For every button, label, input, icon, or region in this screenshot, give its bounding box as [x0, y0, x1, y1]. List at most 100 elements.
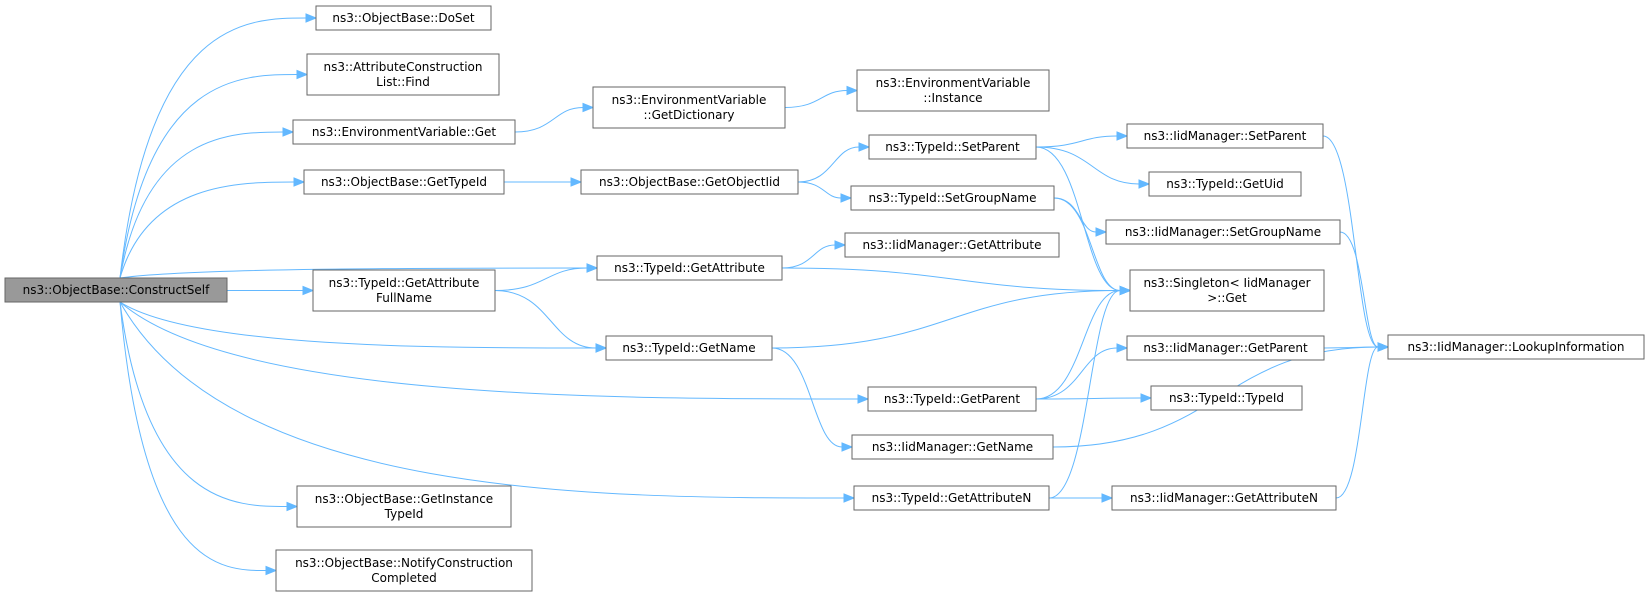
node-box[interactable] — [296, 485, 512, 528]
node-box[interactable] — [1150, 385, 1303, 411]
edge-arrowhead — [841, 442, 854, 452]
edge-get_typeid-to-get_objectiid — [504, 177, 583, 187]
node-label: ns3::Singleton< IidManager — [1143, 276, 1310, 290]
edge-line — [494, 290, 597, 349]
node-iid-getattrn[interactable]: ns3::IidManager::GetAttributeN — [1111, 485, 1337, 511]
node-typeid-getattr[interactable]: ns3::TypeId::GetAttribute — [596, 255, 783, 281]
edge-line — [771, 347, 843, 448]
node-label: ns3::ObjectBase::DoSet — [332, 11, 475, 25]
node-box[interactable] — [592, 86, 786, 129]
node-label: ns3::IidManager::GetParent — [1143, 341, 1308, 355]
edge-iid_getattrn-to-iid_lookup — [1335, 342, 1390, 499]
node-get-typeid[interactable]: ns3::ObjectBase::GetTypeId — [303, 169, 505, 195]
nodes-layer: ns3::ObjectBase::ConstructSelfns3::Objec… — [4, 5, 1645, 592]
node-box[interactable] — [1105, 219, 1341, 245]
node-box[interactable] — [1129, 269, 1325, 312]
edge-line — [1053, 197, 1097, 233]
node-box[interactable] — [315, 5, 492, 31]
edge-arrowhead — [857, 394, 870, 404]
node-box[interactable] — [292, 119, 516, 145]
node-singleton-get[interactable]: ns3::Singleton< IidManager>::Get — [1129, 269, 1325, 312]
edge-arrowhead — [582, 102, 595, 113]
node-label: ns3::ObjectBase::GetObjectIid — [599, 175, 780, 189]
node-typeid-setgroupname[interactable]: ns3::TypeId::SetGroupName — [850, 185, 1055, 211]
node-box[interactable] — [580, 169, 799, 195]
node-notify-construction[interactable]: ns3::ObjectBase::NotifyConstructionCompl… — [275, 549, 533, 592]
node-label: Completed — [371, 571, 436, 585]
node-box[interactable] — [850, 185, 1055, 211]
node-iid-getattr[interactable]: ns3::IidManager::GetAttribute — [844, 232, 1060, 258]
node-get-objectiid[interactable]: ns3::ObjectBase::GetObjectIid — [580, 169, 799, 195]
node-env-getdict[interactable]: ns3::EnvironmentVariable::GetDictionary — [592, 86, 786, 129]
node-iid-setparent[interactable]: ns3::IidManager::SetParent — [1126, 123, 1324, 149]
node-box[interactable] — [312, 269, 496, 312]
node-box[interactable] — [856, 69, 1050, 112]
edge-line — [119, 301, 288, 507]
node-typeid-getuid[interactable]: ns3::TypeId::GetUid — [1148, 171, 1302, 197]
node-box[interactable] — [306, 53, 500, 96]
edge-line — [119, 17, 307, 279]
node-env-get[interactable]: ns3::EnvironmentVariable::Get — [292, 119, 516, 145]
edge-get_attr_fullname-to-typeid_getname — [494, 290, 608, 353]
node-label: ns3::TypeId::GetName — [622, 341, 755, 355]
edge-line — [1035, 146, 1121, 291]
node-label: ns3::TypeId::TypeId — [1169, 391, 1284, 405]
node-typeid-getattrn[interactable]: ns3::TypeId::GetAttributeN — [853, 485, 1050, 511]
node-box[interactable] — [303, 169, 505, 195]
node-box[interactable] — [1126, 123, 1324, 149]
edge-arrowhead — [846, 85, 859, 96]
edge-iid_setgroupname-to-iid_lookup — [1339, 231, 1390, 352]
edge-arrowhead — [1116, 131, 1129, 141]
node-label: ns3::IidManager::GetAttributeN — [1130, 491, 1318, 505]
node-box[interactable] — [851, 434, 1054, 460]
node-iid-setgroupname[interactable]: ns3::IidManager::SetGroupName — [1105, 219, 1341, 245]
edge-line — [1339, 231, 1379, 348]
edge-arrowhead — [282, 127, 295, 137]
node-box[interactable] — [1126, 335, 1325, 361]
edge-typeid_getname-to-iid_getname — [771, 347, 854, 452]
node-iid-lookup[interactable]: ns3::IidManager::LookupInformation — [1387, 334, 1645, 360]
node-label: ns3::ObjectBase::ConstructSelf — [23, 283, 210, 297]
node-typeid-setparent[interactable]: ns3::TypeId::SetParent — [868, 134, 1037, 160]
edge-line — [119, 301, 267, 571]
node-doset[interactable]: ns3::ObjectBase::DoSet — [315, 5, 492, 31]
edge-arrowhead — [1095, 227, 1108, 237]
node-box[interactable] — [1148, 171, 1302, 197]
edge-typeid_getattrn-to-singleton_get — [1048, 285, 1132, 499]
node-box[interactable] — [867, 386, 1037, 412]
node-construct[interactable]: ns3::ObjectBase::ConstructSelf — [4, 277, 228, 303]
edge-construct-to-doset — [119, 13, 318, 279]
node-iid-getparent[interactable]: ns3::IidManager::GetParent — [1126, 335, 1325, 361]
node-label: ns3::EnvironmentVariable::Get — [312, 125, 497, 139]
edge-construct-to-notify_construction — [119, 301, 278, 576]
node-box[interactable] — [275, 549, 533, 592]
node-box[interactable] — [1111, 485, 1337, 511]
node-typeid-typeid[interactable]: ns3::TypeId::TypeId — [1150, 385, 1303, 411]
node-box[interactable] — [853, 485, 1050, 511]
node-label: FullName — [376, 291, 432, 305]
edge-construct-to-typeid_getattrn — [119, 301, 856, 503]
node-box[interactable] — [868, 134, 1037, 160]
edge-arrowhead — [296, 69, 309, 80]
edge-construct-to-get_instance_typeid — [119, 301, 299, 512]
node-box[interactable] — [596, 255, 783, 281]
node-box[interactable] — [4, 277, 228, 303]
node-typeid-getparent[interactable]: ns3::TypeId::GetParent — [867, 386, 1037, 412]
node-box[interactable] — [844, 232, 1060, 258]
edge-arrowhead — [265, 565, 278, 576]
node-box[interactable] — [1387, 334, 1645, 360]
edge-arrowhead — [595, 343, 608, 353]
node-iid-getname[interactable]: ns3::IidManager::GetName — [851, 434, 1054, 460]
node-typeid-getname[interactable]: ns3::TypeId::GetName — [605, 335, 773, 361]
node-box[interactable] — [605, 335, 773, 361]
edge-arrowhead — [570, 177, 583, 187]
node-env-instance[interactable]: ns3::EnvironmentVariable::Instance — [856, 69, 1050, 112]
node-label: ns3::TypeId::GetAttributeN — [872, 491, 1032, 505]
edge-typeid_getattr-to-singleton_get — [781, 267, 1132, 296]
edge-arrowhead — [286, 501, 299, 512]
edge-typeid_setparent-to-iid_setparent — [1035, 131, 1129, 148]
